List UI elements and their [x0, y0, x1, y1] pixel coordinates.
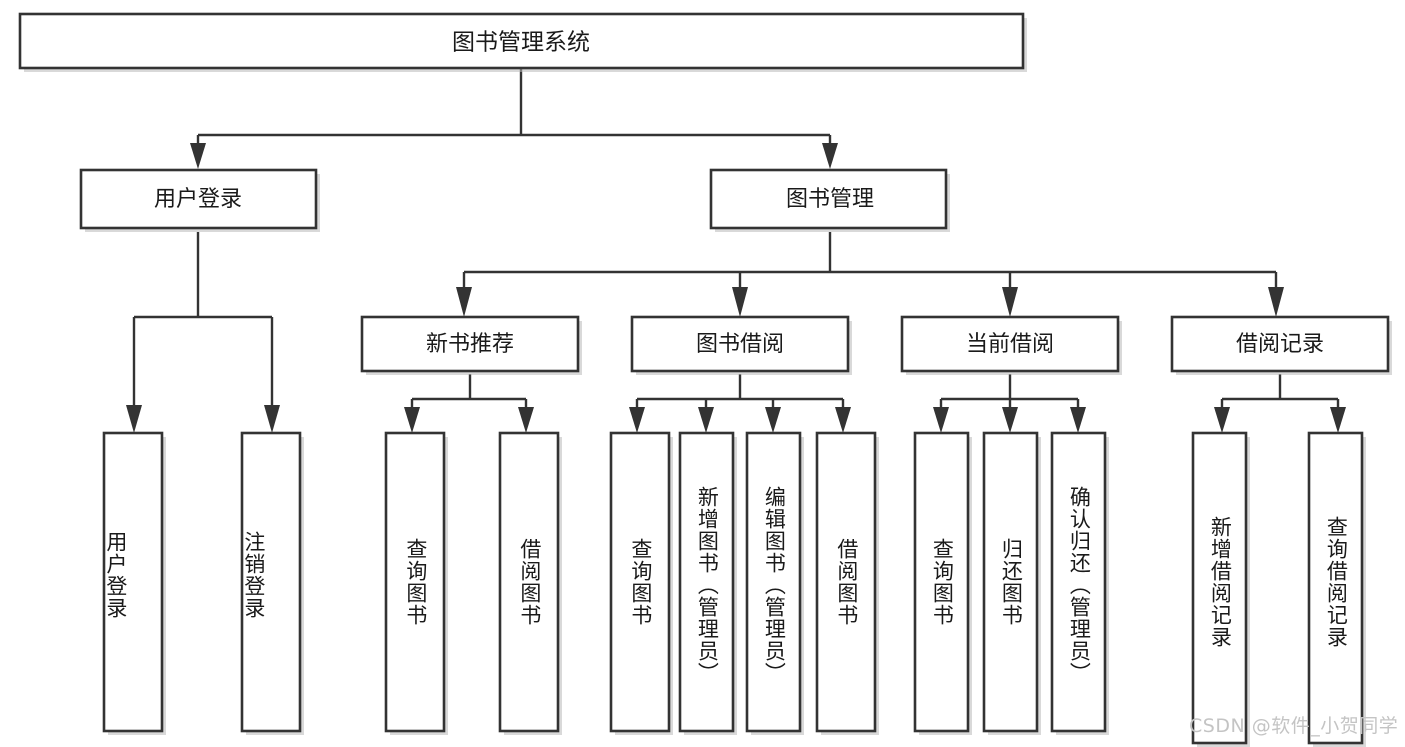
leaf-current-borrow-2[interactable] — [982, 431, 1041, 735]
node-book-management-label: 图书管理 — [786, 187, 874, 212]
leaf-book-borrow-3[interactable] — [745, 431, 804, 735]
arrow-leaf-borrowrecord-1 — [1214, 407, 1230, 433]
arrow-leaf-borrowrecord-2 — [1330, 407, 1346, 433]
leaf-book-borrow-2-box — [678, 431, 735, 733]
node-new-book-recommend[interactable]: 新书推荐 — [360, 315, 582, 375]
arrow-leaf-currentborrow-3 — [1070, 407, 1086, 433]
arrow-leaf-user-login-1 — [126, 405, 142, 433]
leaf-book-borrow-4-box — [815, 431, 877, 733]
node-user-login-box — [79, 168, 318, 230]
leaf-current-borrow-2-box — [982, 431, 1039, 733]
node-book-borrow-box — [630, 315, 850, 373]
node-new-book-recommend-label: 新书推荐 — [426, 332, 514, 357]
arrow-leaf-user-login-2 — [264, 405, 280, 433]
arrow-leaf-newbook-1 — [404, 407, 420, 433]
node-book-borrow[interactable]: 图书借阅 — [630, 315, 852, 375]
leaf-new-book-2[interactable] — [498, 431, 562, 735]
arrow-leaf-bookborrow-3 — [765, 407, 781, 433]
leaf-new-book-1-box — [384, 431, 446, 733]
watermark-text: CSDN @软件_小贺同学 — [1189, 715, 1399, 737]
node-borrow-record-label: 借阅记录 — [1236, 332, 1324, 357]
leaf-book-borrow-1[interactable] — [609, 431, 673, 735]
arrow-book-borrow — [732, 287, 748, 317]
leaf-current-borrow-3-box — [1050, 431, 1107, 733]
leaf-book-borrow-2[interactable] — [678, 431, 737, 735]
arrow-current-borrow — [1002, 287, 1018, 317]
node-new-book-recommend-box — [360, 315, 580, 373]
leaf-borrow-record-2-box — [1307, 431, 1364, 745]
node-borrow-record-box — [1170, 315, 1390, 373]
leaf-current-borrow-3[interactable] — [1050, 431, 1109, 735]
arrow-leaf-bookborrow-4 — [835, 407, 851, 433]
arrow-book-mgmt — [822, 143, 838, 169]
node-user-login[interactable]: 用户登录 — [79, 168, 320, 232]
arrow-leaf-bookborrow-2 — [698, 407, 714, 433]
leaf-borrow-record-1[interactable] — [1191, 431, 1250, 747]
leaf-user-login-2-box — [240, 431, 302, 733]
node-book-borrow-label: 图书借阅 — [696, 332, 784, 357]
arrow-leaf-currentborrow-1 — [933, 407, 949, 433]
leaf-book-borrow-1-box — [609, 431, 671, 733]
arrow-user-login — [190, 143, 206, 169]
leaf-borrow-record-2[interactable] — [1307, 431, 1366, 747]
node-current-borrow[interactable]: 当前借阅 — [900, 315, 1122, 375]
node-book-management[interactable]: 图书管理 — [709, 168, 950, 232]
leaf-user-login-2[interactable] — [240, 431, 304, 735]
leaf-current-borrow-1[interactable] — [913, 431, 972, 735]
leaf-new-book-2-box — [498, 431, 560, 733]
arrow-new-book — [456, 287, 472, 317]
arrow-leaf-currentborrow-2 — [1002, 407, 1018, 433]
node-root-label: 图书管理系统 — [452, 30, 590, 56]
arrow-leaf-bookborrow-1 — [629, 407, 645, 433]
node-current-borrow-box — [900, 315, 1120, 373]
arrow-borrow-record — [1268, 287, 1284, 317]
leaf-user-login-1-box — [102, 431, 164, 733]
node-current-borrow-label: 当前借阅 — [966, 332, 1054, 357]
node-root[interactable]: 图书管理系统 — [18, 12, 1027, 72]
node-root-box — [18, 12, 1025, 70]
leaf-book-borrow-4[interactable] — [815, 431, 879, 735]
arrow-leaf-newbook-2 — [518, 407, 534, 433]
node-borrow-record[interactable]: 借阅记录 — [1170, 315, 1392, 375]
connector-layer — [126, 68, 1346, 433]
leaf-book-borrow-3-box — [745, 431, 802, 733]
node-book-management-box — [709, 168, 948, 230]
leaf-user-login-1[interactable] — [102, 431, 166, 735]
leaf-current-borrow-1-box — [913, 431, 970, 733]
node-user-login-label: 用户登录 — [154, 187, 242, 212]
leaf-borrow-record-1-box — [1191, 431, 1248, 745]
leaf-new-book-1[interactable] — [384, 431, 448, 735]
